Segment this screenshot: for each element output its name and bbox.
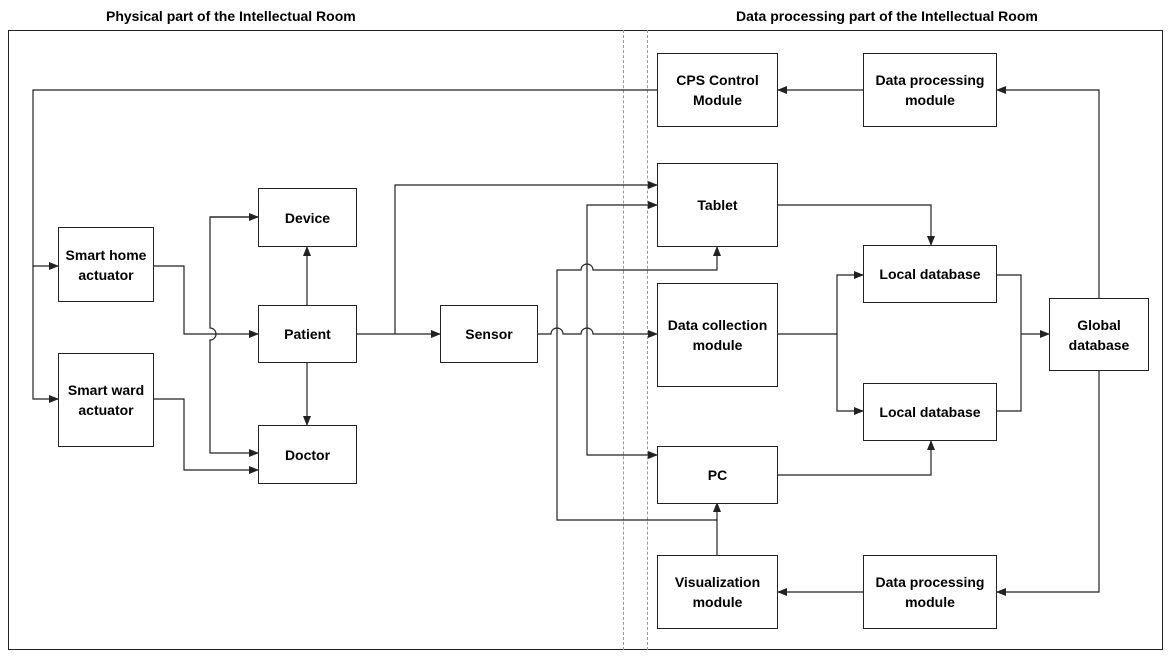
edge-local-bottom-to-bus: [997, 334, 1022, 412]
doctor-node: Doctor: [258, 425, 357, 484]
data-processing-part-title: Data processing part of the Intellectual…: [736, 8, 1038, 24]
data-processing-module-top-node: Data processing module: [863, 53, 997, 127]
data-processing-module-bottom-node: Data processing module: [863, 555, 997, 629]
patient-node: Patient: [258, 305, 357, 363]
edge-local-top-to-bus: [997, 274, 1022, 334]
diagram-frame: [8, 30, 1163, 650]
patient-label: Patient: [284, 326, 331, 342]
data-processing-module-top-label: Data processing module: [875, 72, 985, 108]
local-database-top-node: Local database: [863, 245, 997, 303]
edge-global-to-dp-bottom: [996, 371, 1100, 596]
edge-tablet-to-local-db-top: [778, 204, 935, 246]
edge-data-collection-to-local-top: [836, 271, 864, 334]
sensor-label: Sensor: [465, 326, 513, 342]
section-divider-right: [647, 30, 648, 650]
edge-sensor-to-data-collection: [538, 327, 658, 338]
pc-label: PC: [707, 467, 728, 483]
device-label: Device: [284, 209, 331, 226]
physical-part-title: Physical part of the Intellectual Room: [106, 8, 356, 24]
data-collection-module-node: Data collection module: [657, 283, 778, 387]
cps-control-module-label: CPS Control Module: [676, 72, 759, 108]
edge-global-to-dp-top: [996, 86, 1100, 298]
edge-device-bus: [209, 216, 259, 457]
smart-ward-actuator-node: Smart ward actuator: [58, 353, 154, 447]
smart-home-actuator-label: Smart home actuator: [65, 246, 147, 283]
sensor-node: Sensor: [440, 305, 538, 363]
visualization-module-label: Visualization module: [674, 574, 761, 610]
local-database-bottom-node: Local database: [863, 383, 997, 441]
local-database-top-label: Local database: [879, 266, 981, 282]
global-database-node: Global database: [1049, 298, 1149, 371]
section-divider-left: [623, 30, 624, 650]
edge-pc-to-local-db-bottom: [778, 440, 935, 476]
edge-cps-to-smart-ward: [32, 266, 59, 403]
global-database-label: Global database: [1068, 316, 1130, 353]
visualization-module-node: Visualization module: [657, 555, 778, 629]
edge-smart-home-bus: [154, 265, 259, 338]
tablet-node: Tablet: [657, 163, 778, 247]
edge-cps-to-smart-home: [32, 89, 657, 270]
edge-sensor-bus-pc: [556, 334, 717, 521]
pc-node: PC: [657, 446, 778, 504]
edge-data-collection-to-local-bottom: [836, 334, 864, 415]
data-processing-module-bottom-label: Data processing module: [875, 574, 985, 610]
local-database-bottom-label: Local database: [879, 404, 981, 420]
tablet-label: Tablet: [697, 197, 738, 213]
smart-ward-actuator-label: Smart ward actuator: [67, 382, 145, 418]
cps-control-module-node: CPS Control Module: [657, 53, 778, 127]
edge-patient-to-tablet: [394, 181, 658, 334]
smart-home-actuator-node: Smart home actuator: [58, 227, 154, 302]
data-collection-module-label: Data collection module: [667, 317, 768, 353]
edge-sensor-to-tablet: [586, 201, 658, 334]
edge-sensor-to-pc: [586, 334, 658, 459]
edge-smart-ward-bus: [154, 398, 259, 474]
device-node: Device: [258, 188, 357, 247]
doctor-label: Doctor: [284, 446, 331, 463]
